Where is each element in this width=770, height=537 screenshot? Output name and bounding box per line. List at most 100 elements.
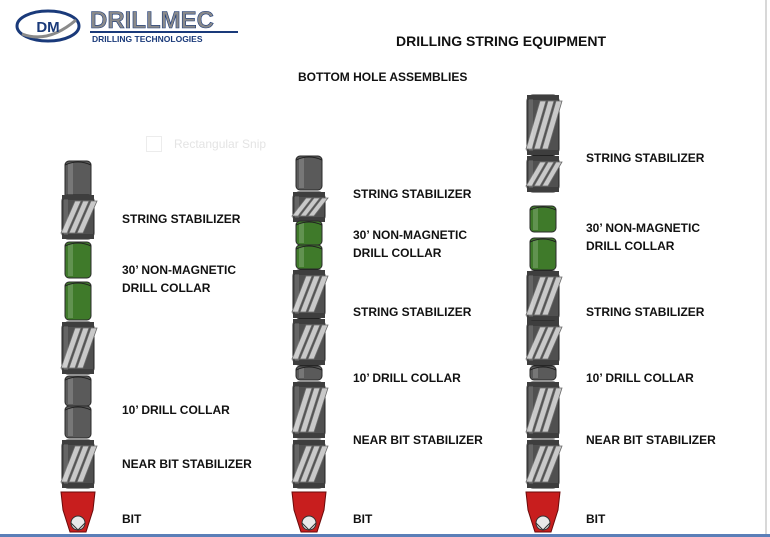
bha-2-collar-green-4-shine — [299, 247, 304, 267]
bha-3-collar-grey-7-thread — [529, 366, 557, 371]
bha-2-stabilizer-9-blade-2 — [299, 445, 321, 483]
bha-2-bit-10-body — [291, 491, 327, 533]
bha-3-stabilizer-1-bottom-neck — [527, 150, 559, 155]
bha-3-bit-10-cone — [535, 515, 551, 531]
bha-3-stabilizer-5-bottom-neck — [527, 316, 559, 321]
logo-mark-ring — [15, 9, 81, 43]
bha-3-label-4-line-1: 10’ DRILL COLLAR — [586, 371, 694, 385]
logo-mark-letters: DM — [36, 19, 59, 36]
bha-2-label-5: NEAR BIT STABILIZER — [353, 431, 483, 449]
bha-3-label-6: BIT — [586, 510, 605, 528]
bha-3-stabilizer-2-blade-1 — [525, 161, 547, 187]
bha-3-stabilizer-5-blade-3 — [541, 276, 563, 316]
bha-1-stabilizer-5-blade-3 — [76, 327, 98, 369]
diagram-title: DRILLING STRING EQUIPMENT — [396, 33, 606, 49]
bha-3-collar-green-4-thread — [529, 238, 557, 243]
bha-3-stabilizer-8-shine — [529, 386, 533, 434]
bha-2-stabilizer-8-shine — [295, 386, 299, 434]
bha-2-stabilizer-8-top-neck — [293, 382, 325, 387]
bha-3-stabilizer-8-top-neck — [527, 382, 559, 387]
bha-2-label-6-line-1: BIT — [353, 512, 373, 526]
bha-1-stabilizer-2-blade-1 — [60, 200, 82, 234]
bha-3-stabilizer-9-top-neck — [527, 440, 559, 445]
bha-3-label-2-line-2: DRILL COLLAR — [586, 239, 675, 253]
bha-1-label-1-line-1: STRING STABILIZER — [122, 212, 241, 226]
bha-3-stabilizer-5-blade-1 — [525, 276, 547, 316]
bha-1-label-5: BIT — [122, 510, 141, 528]
bha-3-stabilizer-6-bottom-neck — [527, 360, 559, 365]
bha-2-stabilizer-9-blade-3 — [307, 445, 329, 483]
bha-1-label-4: NEAR BIT STABILIZER — [122, 455, 252, 473]
bha-2-label-4-line-1: 10’ DRILL COLLAR — [353, 371, 461, 385]
bha-2-stabilizer-5-blade-3 — [307, 275, 329, 313]
bha-1-stabilizer-5-top-neck — [62, 322, 94, 327]
bha-1-stabilizer-8-blade-1 — [60, 445, 82, 483]
bha-1-collar-grey-7-thread — [64, 406, 92, 411]
bha-3-stabilizer-2-top-neck — [527, 156, 559, 161]
bha-3-label-4: 10’ DRILL COLLAR — [586, 369, 694, 387]
bha-3-stabilizer-1-shine — [529, 99, 533, 151]
bha-2-stabilizer-9-top-neck — [293, 440, 325, 445]
bha-3-label-1: STRING STABILIZER — [586, 149, 704, 167]
bha-1-collar-grey-6-thread — [64, 376, 92, 381]
slide-edge — [765, 0, 767, 537]
bha-1-label-5-line-1: BIT — [122, 512, 142, 526]
bha-1-stabilizer-2-blade-3 — [76, 200, 98, 234]
bha-2-collar-grey-7-body — [295, 365, 323, 381]
bha-2-collar-grey-1-shine — [299, 158, 304, 188]
bha-1-stabilizer-2-shine — [64, 199, 68, 235]
bha-2-label-2-line-2: DRILL COLLAR — [353, 246, 442, 260]
bha-1-string — [60, 160, 98, 533]
bha-3-stabilizer-2-blade-2 — [533, 161, 555, 187]
bha-3-stabilizer-8-blade-3 — [541, 387, 563, 433]
bha-1-stabilizer-5-bottom-neck — [62, 369, 94, 374]
bha-3-collar-green-3-shine — [533, 208, 538, 230]
bha-3-collar-grey-7-body — [529, 365, 557, 381]
bha-2-stabilizer-8-blade-2 — [299, 387, 321, 433]
bha-2-stabilizer-5-blade-1 — [291, 275, 313, 313]
bha-3-stabilizer-2-shine — [529, 160, 533, 188]
bha-2-stabilizer-5-blade-2 — [299, 275, 321, 313]
bha-3-stabilizer-9-blade-3 — [541, 445, 563, 483]
bha-1-bit-9-cone — [70, 515, 86, 531]
bha-3-collar-green-4-shine — [533, 240, 538, 268]
bha-3-label-5: NEAR BIT STABILIZER — [586, 431, 716, 449]
bha-3-label-3-line-1: STRING STABILIZER — [586, 305, 705, 319]
bha-1-stabilizer-8-top-neck — [62, 440, 94, 445]
scissors-icon — [146, 136, 162, 152]
bha-3-label-3: STRING STABILIZER — [586, 303, 704, 321]
bha-1-collar-grey-1-shine — [68, 163, 73, 197]
bha-1-stabilizer-2-top-neck — [62, 195, 94, 200]
bha-1-label-1: STRING STABILIZER — [122, 210, 240, 228]
bha-3-bit-10-body — [525, 491, 561, 533]
drillmec-logo: DM DRILLMEC DRILLING TECHNOLOGIES — [15, 7, 238, 44]
brand-underline — [90, 31, 238, 33]
snip-label: Rectangular Snip — [174, 137, 267, 151]
bha-3-bit-10-teeth — [535, 522, 551, 531]
bha-2-label-3-line-1: STRING STABILIZER — [353, 305, 472, 319]
bha-1-stabilizer-8-blade-3 — [76, 445, 98, 483]
brand-tagline: DRILLING TECHNOLOGIES — [92, 34, 203, 44]
bha-2-bit-10-teeth — [301, 522, 317, 531]
bha-2-stabilizer-2-bottom-neck — [293, 217, 325, 222]
bha-3-stabilizer-6-blade-3 — [541, 326, 563, 360]
bha-2-stabilizer-6-blade-3 — [307, 324, 329, 360]
bha-1-collar-green-3-shine — [68, 244, 73, 276]
bha-3-stabilizer-6-top-neck — [527, 321, 559, 326]
bha-3-stabilizer-1-blade-1 — [525, 100, 547, 150]
bha-2-stabilizer-9-shine — [295, 444, 299, 484]
bha-1-stabilizer-5-shine — [64, 326, 68, 370]
bha-2-label-4: 10’ DRILL COLLAR — [353, 369, 461, 387]
bha-3-stabilizer-2-blade-3 — [541, 161, 563, 187]
bha-2-label-6: BIT — [353, 510, 372, 528]
bha-1-collar-grey-7-body — [64, 405, 92, 439]
bha-1-collar-grey-7-shine — [68, 408, 73, 436]
bha-2-stabilizer-5-top-neck — [293, 270, 325, 275]
bha-2-stabilizer-6-bottom-neck — [293, 360, 325, 365]
bha-2-stabilizer-6-top-neck — [293, 319, 325, 324]
bha-1-label-2-line-2: DRILL COLLAR — [122, 281, 211, 295]
bha-1-bit-9-body — [60, 491, 96, 533]
